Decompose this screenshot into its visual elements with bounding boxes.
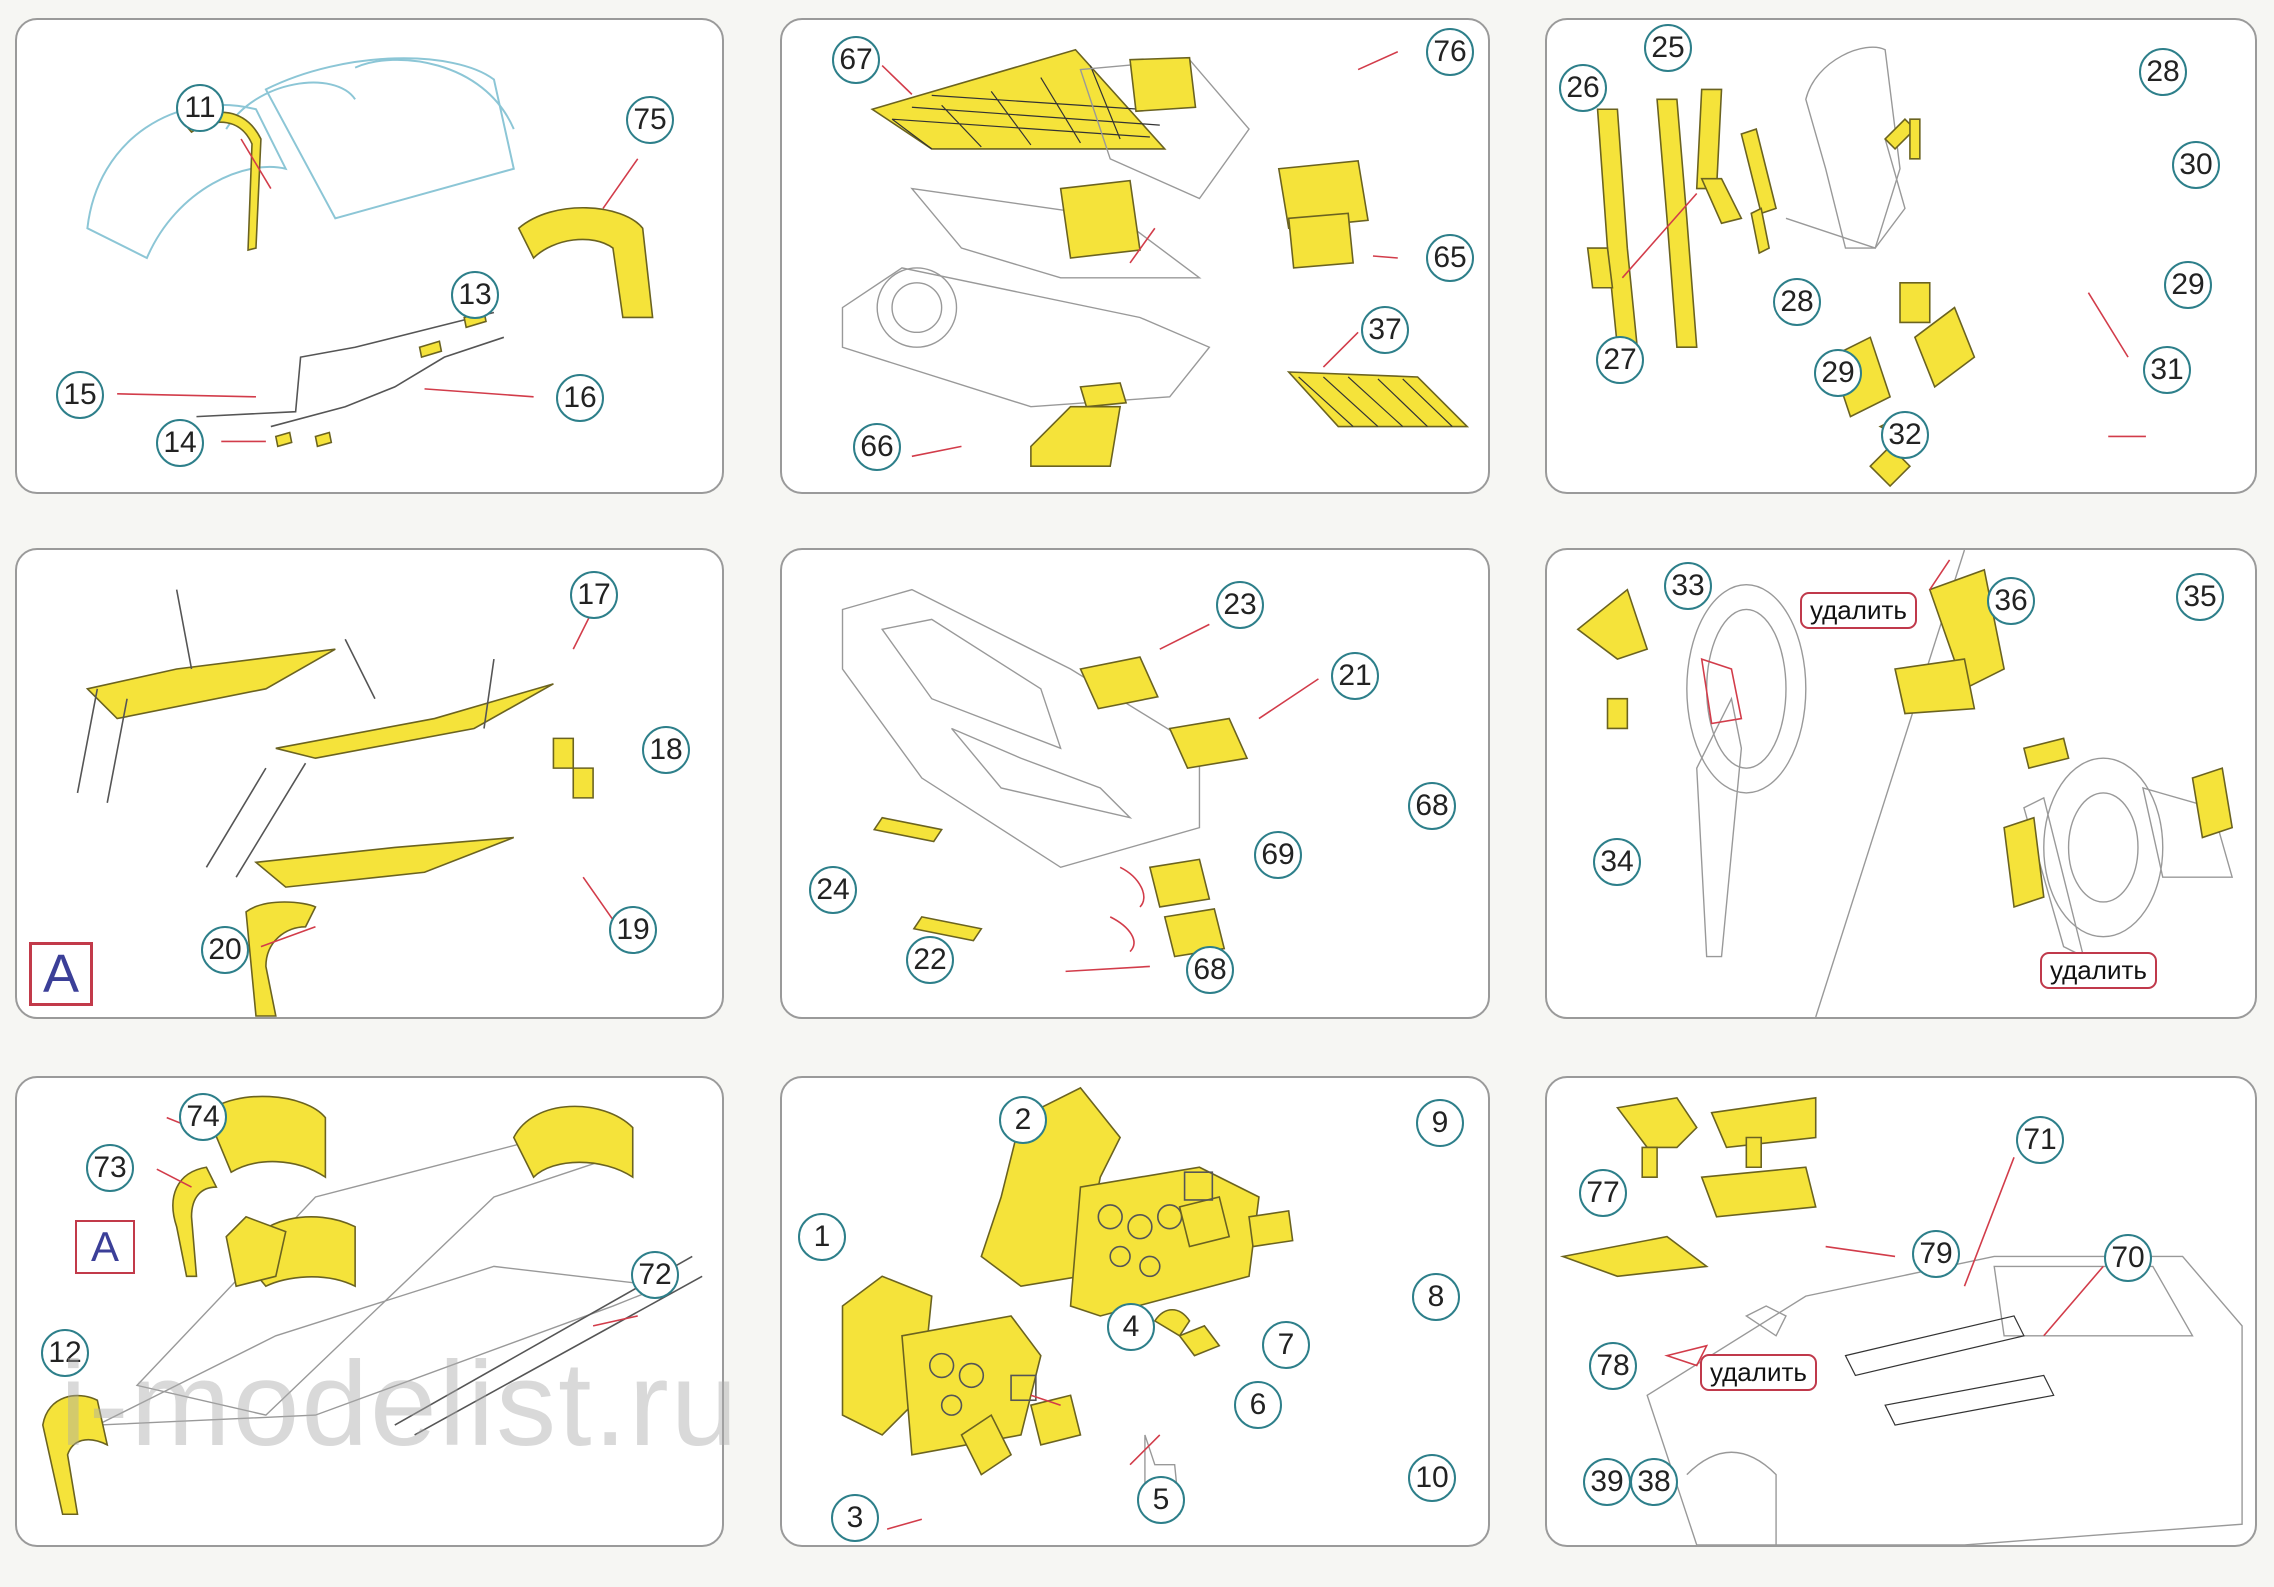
callout-75: 75: [626, 96, 674, 144]
callout-79: 79: [1912, 1230, 1960, 1278]
callout-68: 68: [1186, 946, 1234, 994]
panel-canopy-assembly: A: [15, 1076, 724, 1547]
callout-29: 29: [2164, 261, 2212, 309]
fuselage-details-drawing: [1559, 1096, 2243, 1545]
callout-29: 29: [1814, 349, 1862, 397]
callout-21: 21: [1331, 652, 1379, 700]
callout-22: 22: [906, 936, 954, 984]
cockpit-tub-drawing: [841, 588, 1319, 973]
callout-10: 10: [1408, 1454, 1456, 1502]
callout-15: 15: [56, 371, 104, 419]
callout-37: 37: [1361, 306, 1409, 354]
callout-20: 20: [201, 926, 249, 974]
callout-8: 8: [1412, 1273, 1460, 1321]
callout-36: 36: [1987, 577, 2035, 625]
callout-39: 39: [1583, 1458, 1631, 1506]
callout-34: 34: [1593, 838, 1641, 886]
callout-32: 32: [1881, 411, 1929, 459]
callout-28: 28: [1773, 278, 1821, 326]
callout-78: 78: [1589, 1342, 1637, 1390]
callout-35: 35: [2176, 573, 2224, 621]
callout-66: 66: [853, 423, 901, 471]
callout-27: 27: [1596, 336, 1644, 384]
panel-rails-frames: A: [15, 548, 724, 1019]
callout-11: 11: [176, 84, 224, 132]
rails-frames-drawing: [76, 589, 619, 1017]
callout-33: 33: [1664, 562, 1712, 610]
callout-65: 65: [1426, 234, 1474, 282]
callout-30: 30: [2172, 141, 2220, 189]
callout-74: 74: [179, 1093, 227, 1141]
callout-71: 71: [2016, 1116, 2064, 1164]
marker-a-box: A: [29, 942, 93, 1006]
callout-24: 24: [809, 866, 857, 914]
callout-16: 16: [556, 374, 604, 422]
callout-23: 23: [1216, 581, 1264, 629]
callout-1: 1: [798, 1213, 846, 1261]
callout-6: 6: [1234, 1381, 1282, 1429]
watermark-text: i-modelist.ru: [60, 1337, 740, 1471]
callout-14: 14: [156, 419, 204, 467]
callout-17: 17: [570, 571, 618, 619]
canopy-assembly-drawing: [41, 1095, 703, 1516]
callout-38: 38: [1630, 1458, 1678, 1506]
callout-72: 72: [631, 1251, 679, 1299]
remove-tag-2: удалить: [2040, 952, 2157, 989]
callout-12: 12: [41, 1329, 89, 1377]
callout-19: 19: [609, 906, 657, 954]
callout-67: 67: [832, 36, 880, 84]
panel-floor-sides: [780, 18, 1490, 494]
callout-13: 13: [451, 271, 499, 319]
marker-a-box: A: [75, 1220, 135, 1274]
panel-seat-harness: [1545, 18, 2257, 494]
callout-7: 7: [1262, 1321, 1310, 1369]
callout-3: 3: [831, 1494, 879, 1542]
callout-70: 70: [2104, 1234, 2152, 1282]
landing-gear-drawing: [1576, 550, 2234, 1017]
panel-canopy-frames: [15, 18, 724, 494]
remove-tag-3: удалить: [1700, 1354, 1817, 1391]
callout-25: 25: [1644, 24, 1692, 72]
callout-2: 2: [999, 1096, 1047, 1144]
callout-69: 69: [1254, 831, 1302, 879]
panel-cockpit-tub: [780, 548, 1490, 1019]
callout-4: 4: [1107, 1303, 1155, 1351]
callout-76: 76: [1426, 28, 1474, 76]
canopy-frames-drawing: [86, 57, 654, 448]
callout-31: 31: [2143, 346, 2191, 394]
floor-sides-drawing: [841, 48, 1470, 468]
callout-73: 73: [86, 1144, 134, 1192]
callout-26: 26: [1559, 64, 1607, 112]
callout-77: 77: [1579, 1169, 1627, 1217]
callout-68: 68: [1408, 782, 1456, 830]
callout-5: 5: [1137, 1476, 1185, 1524]
remove-tag-1: удалить: [1800, 592, 1917, 629]
callout-9: 9: [1416, 1099, 1464, 1147]
callout-18: 18: [642, 726, 690, 774]
callout-28: 28: [2139, 48, 2187, 96]
